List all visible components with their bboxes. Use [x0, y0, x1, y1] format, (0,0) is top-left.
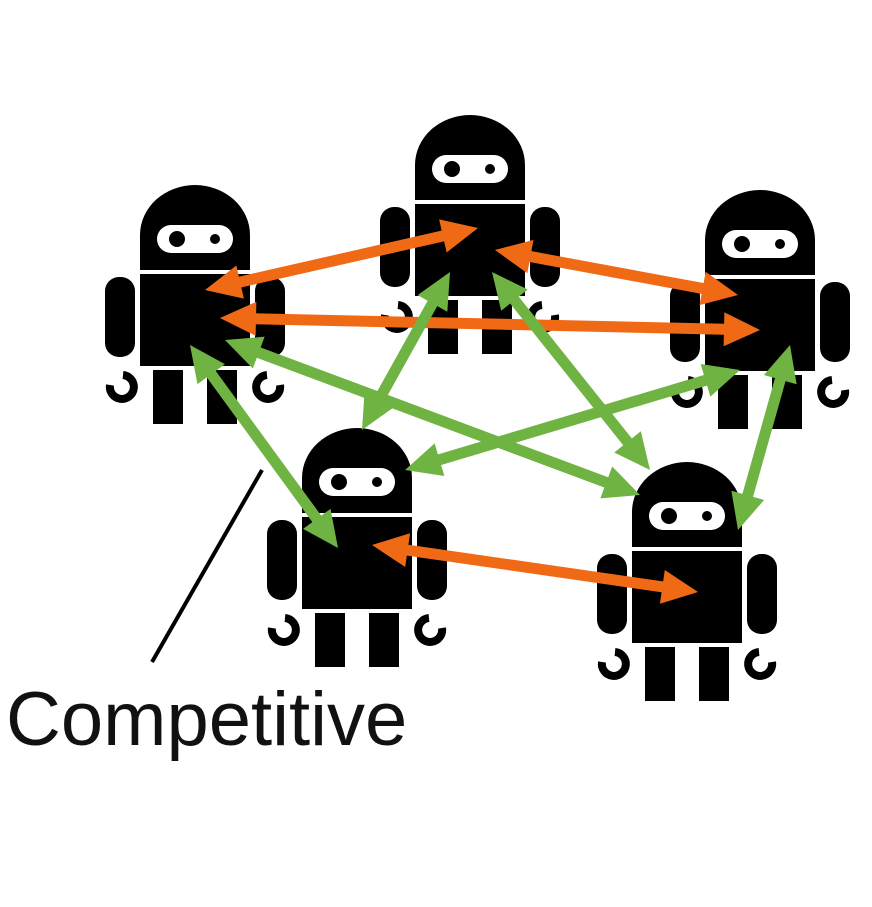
link-competitive-left-right: [220, 301, 760, 347]
link-cooperative-right-right-bottom: [731, 345, 797, 530]
link-cooperative-top-center-bottom: [362, 272, 450, 430]
link-cooperative-top-right-bottom: [492, 272, 650, 470]
callout-line: [150, 469, 264, 663]
link-cooperative-right-center-bottom: [405, 364, 740, 476]
robot-right: [670, 190, 850, 429]
robots-layer: [105, 115, 850, 701]
competitive-label: Competitive: [6, 677, 407, 762]
link-competitive-top-right: [495, 239, 738, 306]
link-cooperative-left-center-bottom: [190, 345, 338, 548]
robot-left: [105, 185, 285, 424]
link-competitive-center-bottom-right-bottom: [372, 533, 698, 604]
link-competitive-left-top: [205, 219, 478, 299]
link-cooperative-left-right-bottom: [225, 336, 640, 499]
links-layer: [190, 219, 797, 604]
